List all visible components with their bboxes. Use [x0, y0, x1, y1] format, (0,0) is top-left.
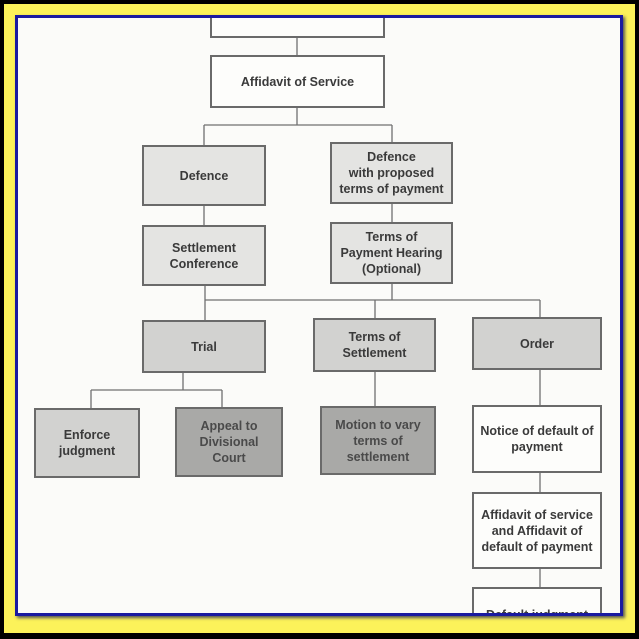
box-label: Appeal to Divisional Court: [199, 419, 259, 465]
box-label: Defence with proposed terms of payment: [339, 150, 444, 196]
box-label: Trial: [191, 339, 217, 354]
box-label: Default judgment: [485, 608, 589, 616]
box-label: Defence: [179, 168, 229, 183]
box-motion-to-vary: Motion to vary terms of settlement: [320, 406, 436, 475]
box-affidavit-default-payment: Affidavit of service and Affidavit of de…: [472, 492, 602, 569]
box-label: Settlement Conference: [169, 240, 239, 271]
box-defence-proposed-terms: Defence with proposed terms of payment: [330, 142, 453, 204]
connector: [90, 372, 376, 408]
box-label: Terms of Payment Hearing (Optional): [340, 230, 443, 276]
connector-lines: [90, 37, 541, 587]
connector: [203, 37, 393, 145]
box-top-partial: [210, 18, 385, 38]
box-label: Motion to vary terms of settlement: [335, 417, 421, 464]
box-settlement-conference: Settlement Conference: [142, 225, 266, 286]
box-affidavit-of-service: Affidavit of Service: [210, 55, 385, 108]
box-terms-payment-hearing: Terms of Payment Hearing (Optional): [330, 222, 453, 284]
box-terms-of-settlement: Terms of Settlement: [313, 318, 436, 372]
box-notice-of-default: Notice of default of payment: [472, 405, 602, 473]
connector: [203, 204, 541, 320]
box-enforce-judgment: Enforce judgment: [34, 408, 140, 478]
box-order: Order: [472, 317, 602, 370]
box-defence: Defence: [142, 145, 266, 206]
box-label: Enforce judgment: [58, 428, 116, 458]
box-label: Affidavit of Service: [240, 74, 355, 89]
box-appeal-divisional-court: Appeal to Divisional Court: [175, 407, 283, 477]
box-trial: Trial: [142, 320, 266, 373]
box-default-judgment: Default judgment: [472, 587, 602, 616]
box-label: Terms of Settlement: [342, 330, 407, 360]
box-label: Notice of default of payment: [480, 424, 594, 454]
box-label: Affidavit of service and Affidavit of de…: [481, 507, 593, 554]
box-label: Order: [519, 336, 555, 351]
diagram-canvas: Affidavit of Service Defence Defence wit…: [15, 15, 623, 616]
